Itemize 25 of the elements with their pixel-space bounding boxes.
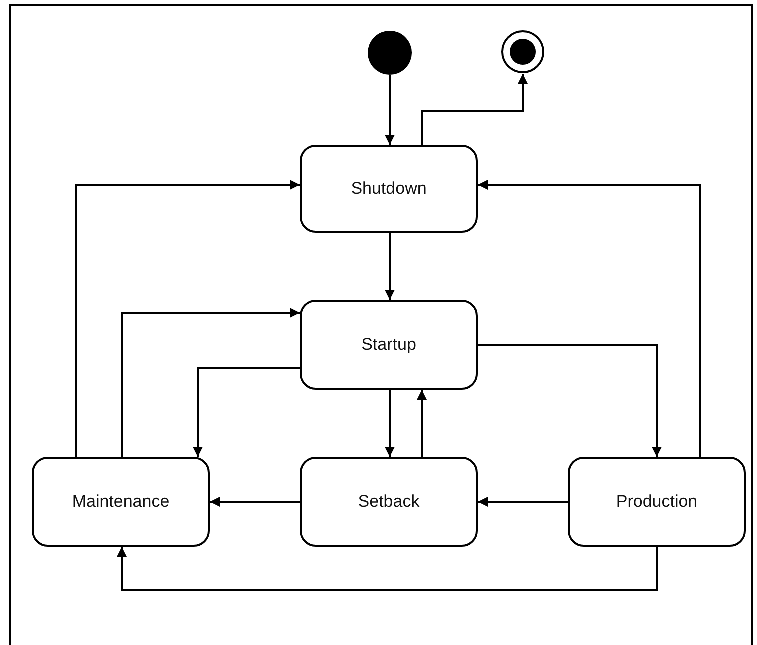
state-name: Startup bbox=[362, 335, 416, 355]
arrow bbox=[417, 390, 427, 457]
state-name: Shutdown bbox=[351, 179, 427, 199]
state-box bbox=[32, 457, 210, 547]
arrow bbox=[121, 308, 300, 457]
arrow bbox=[210, 497, 300, 507]
state-box bbox=[568, 457, 746, 547]
state-name: Setback bbox=[358, 492, 420, 512]
arrow bbox=[385, 75, 395, 145]
arrow bbox=[117, 547, 658, 591]
state-box bbox=[300, 300, 478, 390]
arrow bbox=[421, 74, 528, 145]
state-name: Production bbox=[616, 492, 698, 512]
arrow bbox=[193, 367, 300, 457]
state-box bbox=[300, 145, 478, 233]
arrow bbox=[478, 180, 701, 457]
arrow bbox=[478, 344, 662, 457]
arrow bbox=[385, 233, 395, 300]
state-box bbox=[300, 457, 478, 547]
final-state bbox=[501, 30, 545, 74]
arrow bbox=[385, 390, 395, 457]
arrow bbox=[478, 497, 568, 507]
state-name: Maintenance bbox=[72, 492, 170, 512]
initial-state bbox=[368, 31, 412, 75]
arrow bbox=[75, 180, 300, 457]
